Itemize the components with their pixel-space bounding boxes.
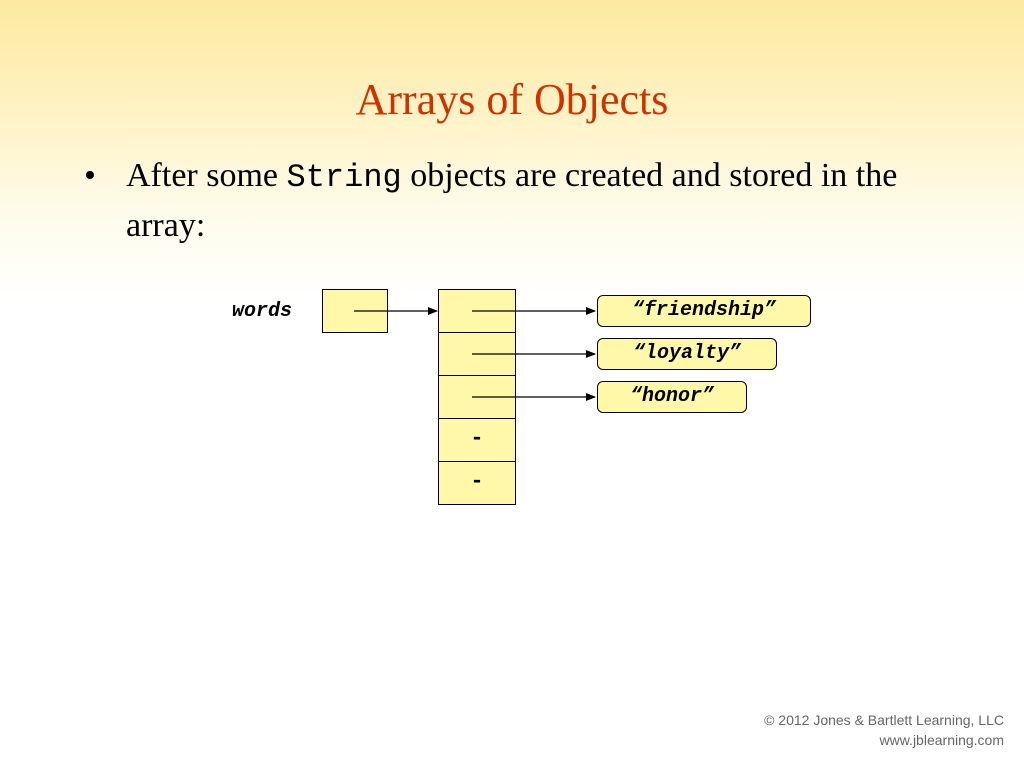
website-link[interactable]: www.jblearning.com	[879, 732, 1005, 748]
bullet-text-before: After some	[126, 157, 287, 194]
slide-title: Arrays of Objects	[355, 75, 669, 124]
copyright-footer: © 2012 Jones & Bartlett Learning, LLC ww…	[764, 710, 1004, 750]
string-object-friendship: “friendship”	[597, 295, 811, 327]
null-value-4: -	[470, 469, 484, 494]
variable-label: words	[232, 300, 293, 323]
bullet-text-after: objects are created and stored in the ar…	[126, 157, 898, 244]
bullet-point: • After some String objects are created …	[84, 152, 964, 250]
bullet-text: After some String objects are created an…	[126, 152, 964, 250]
null-value-3: -	[470, 426, 484, 451]
string-object-honor: “honor”	[597, 381, 747, 413]
array-cell-3	[438, 418, 516, 462]
copyright-text: © 2012 Jones & Bartlett Learning, LLC	[764, 712, 1004, 728]
bullet-marker: •	[84, 157, 96, 194]
bullet-code-string: String	[286, 159, 402, 196]
string-object-loyalty: “loyalty”	[597, 338, 777, 370]
array-cell-4	[438, 461, 516, 505]
